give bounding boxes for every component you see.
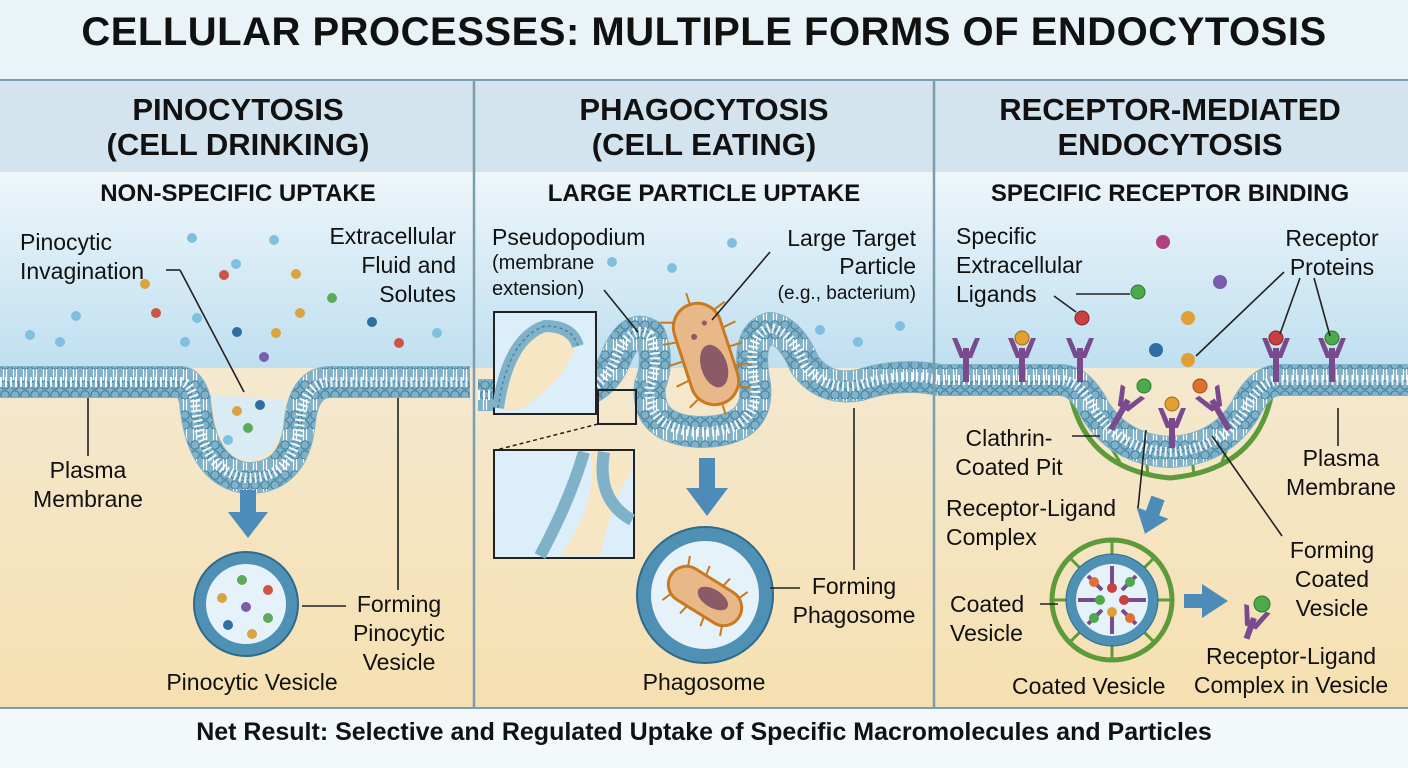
label-plasma-membrane: Plasma Membrane bbox=[33, 457, 143, 512]
panel-title-line: PINOCYTOSIS bbox=[132, 92, 344, 127]
bacterium-icon bbox=[660, 292, 751, 416]
panel-title-line: RECEPTOR-MEDIATED bbox=[999, 92, 1341, 127]
label-forming-phagosome: Forming Phagosome bbox=[792, 573, 916, 628]
label-pinocytic-vesicle: Pinocytic Vesicle bbox=[166, 669, 338, 695]
label-coated-vesicle: Coated Vesicle bbox=[950, 591, 1025, 646]
header-band bbox=[0, 80, 1408, 172]
footer-band bbox=[0, 708, 1408, 768]
panel-title-line: PHAGOCYTOSIS bbox=[579, 92, 829, 127]
label-receptor-proteins: Receptor Proteins bbox=[1285, 225, 1379, 280]
panel-title-line: ENDOCYTOSIS bbox=[1057, 127, 1283, 162]
pinocytic-vesicle bbox=[193, 551, 299, 657]
label-large-target-particle: Large Target Particle (e.g., bacterium) bbox=[777, 225, 916, 304]
down-arrow-icon bbox=[228, 490, 268, 538]
phagocytosis-panel bbox=[478, 238, 944, 664]
panel-title: RECEPTOR-MEDIATED ENDOCYTOSIS bbox=[940, 92, 1400, 162]
panel-subtitle: NON-SPECIFIC UPTAKE bbox=[100, 180, 376, 207]
label-clathrin-coated-pit: Clathrin- Coated Pit bbox=[955, 425, 1063, 480]
footer-summary: Net Result: Selective and Regulated Upta… bbox=[196, 718, 1212, 746]
membrane-zoom-inset bbox=[492, 311, 637, 559]
pinocytosis-panel bbox=[0, 233, 470, 657]
label-pseudopodium: Pseudopodium (membrane extension) bbox=[492, 224, 646, 300]
panel-title: PINOCYTOSIS (CELL DRINKING) bbox=[8, 92, 468, 162]
receptor-ligand-complex-icon bbox=[1243, 603, 1271, 640]
down-arrow-icon bbox=[686, 458, 728, 516]
panel-title-line: (CELL EATING) bbox=[591, 127, 817, 162]
panel-title-line: (CELL DRINKING) bbox=[106, 127, 370, 162]
panel-subtitle: LARGE PARTICLE UPTAKE bbox=[547, 180, 861, 207]
receptor-icon bbox=[952, 338, 1346, 448]
label-pinocytic-invagination: Pinocytic Invagination bbox=[20, 229, 145, 284]
label-coated-vesicle-bottom: Coated Vesicle bbox=[1012, 673, 1166, 699]
coated-vesicle bbox=[1049, 537, 1175, 663]
label-receptor-ligand-complex-in-vesicle: Receptor-Ligand Complex in Vesicle bbox=[1193, 643, 1389, 698]
label-plasma-membrane-3: Plasma Membrane bbox=[1286, 445, 1396, 500]
down-arrow-icon bbox=[1136, 495, 1169, 534]
label-forming-pinocytic-vesicle: Forming Pinocytic Vesicle bbox=[352, 591, 446, 675]
panel-subtitle: SPECIFIC RECEPTOR BINDING bbox=[990, 180, 1350, 207]
ligand-icon bbox=[1074, 235, 1227, 367]
label-phagosome: Phagosome bbox=[642, 669, 766, 695]
receptor-mediated-panel bbox=[938, 235, 1408, 663]
label-receptor-ligand-complex: Receptor-Ligand Complex bbox=[946, 495, 1117, 550]
right-arrow-icon bbox=[1184, 584, 1228, 618]
page-title: CELLULAR PROCESSES: MULTIPLE FORMS OF EN… bbox=[81, 10, 1327, 54]
title-band bbox=[0, 0, 1408, 80]
panel-title: PHAGOCYTOSIS (CELL EATING) bbox=[474, 92, 934, 162]
phagosome bbox=[636, 526, 774, 664]
label-extracellular-fluid: Extracellular Fluid and Solutes bbox=[329, 223, 456, 307]
solute-dots bbox=[25, 233, 442, 445]
label-specific-ligands: Specific Extracellular Ligands bbox=[956, 223, 1083, 307]
label-forming-coated-vesicle: Forming Coated Vesicle bbox=[1289, 537, 1375, 621]
